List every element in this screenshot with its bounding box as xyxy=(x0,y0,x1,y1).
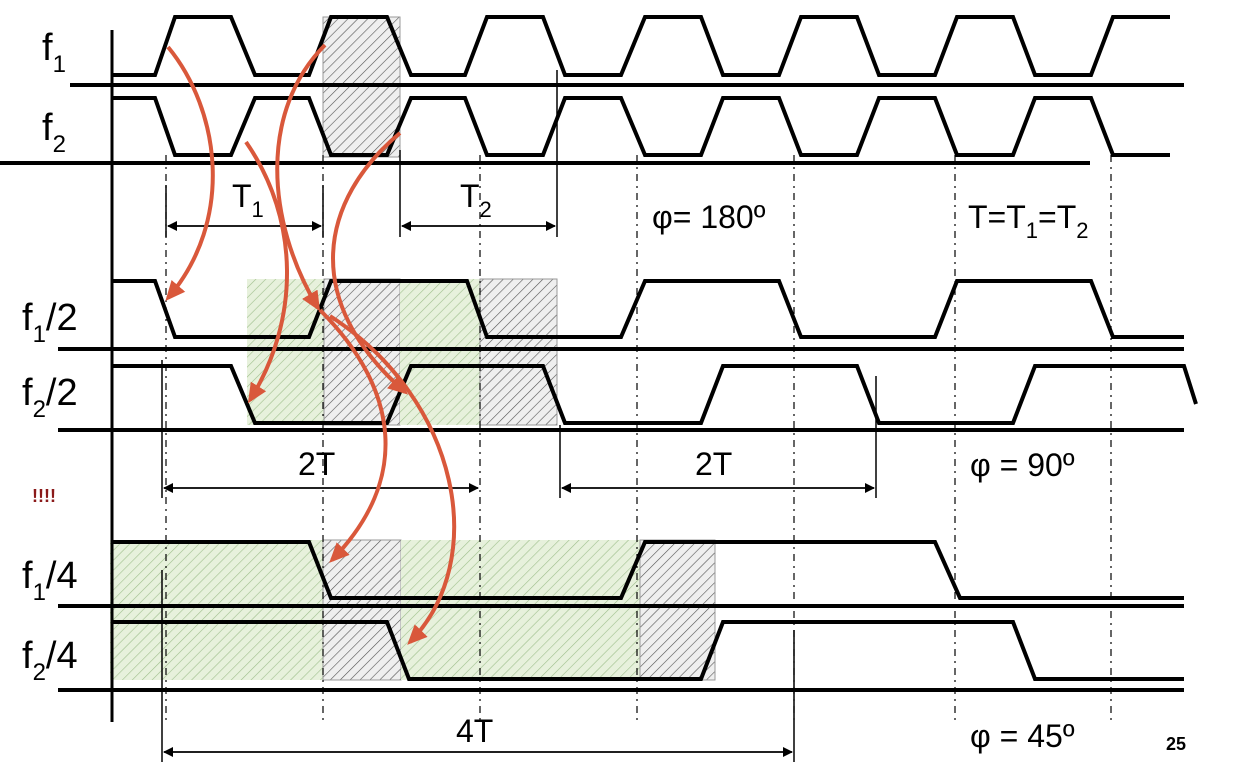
label-f2-div2: f2/2 xyxy=(22,372,78,423)
curve-f2div2-to-f2div4 xyxy=(328,314,457,645)
waveform-f2-div4 xyxy=(112,620,1184,681)
label-f1-div4: f1/4 xyxy=(22,555,78,606)
exclamation-note: !!!! xyxy=(32,486,56,506)
waveforms xyxy=(112,15,1198,681)
phase-180-label: φ= 180º xyxy=(652,199,766,235)
phase-labels: φ= 180º T=T1=T2 φ = 90º φ = 45º xyxy=(652,199,1089,754)
curve-f2-to-f2div2 xyxy=(244,140,289,404)
curve-f1-to-f1div2-rise xyxy=(275,43,327,312)
curve-f1-to-f1div2 xyxy=(165,45,215,302)
curve-f2-to-f2div2-rise xyxy=(331,131,409,395)
label-2t-left: 2T xyxy=(298,446,335,482)
curve-f1div2-to-f1div4 xyxy=(318,308,388,563)
label-2t-right: 2T xyxy=(695,446,732,482)
measurement-ticks xyxy=(161,70,877,762)
baselines xyxy=(0,83,1184,692)
label-4t: 4T xyxy=(456,713,493,749)
label-f1-div2: f1/2 xyxy=(22,297,78,348)
signal-labels: f1 f2 f1/2 f2/2 f1/4 f2/4 xyxy=(22,27,78,686)
phase-45-label: φ = 45º xyxy=(970,718,1075,754)
waveform-f1-div2 xyxy=(112,279,1184,339)
label-f1: f1 xyxy=(42,27,66,78)
waveform-f1-div4 xyxy=(112,540,1184,600)
page-number: 25 xyxy=(1166,734,1186,754)
hatch-gray-f12-b xyxy=(479,278,558,426)
hatch-green-f12-b xyxy=(400,279,480,425)
causal-curves xyxy=(165,43,457,645)
hatch-gray-f14-b xyxy=(639,539,716,681)
label-f2-div4: f2/4 xyxy=(22,635,78,686)
hatch-green-f14-b xyxy=(401,540,640,680)
label-f2: f2 xyxy=(42,107,66,158)
hatch-gray-f14-a xyxy=(322,539,402,681)
measurement-labels: T1 T2 2T 2T 4T xyxy=(232,178,732,749)
waveform-f1 xyxy=(112,15,1170,77)
phase-90-label: φ = 90º xyxy=(970,447,1075,483)
measurement-arrows xyxy=(163,221,875,757)
hatch-green-f14-a xyxy=(110,540,323,680)
label-t1: T1 xyxy=(232,178,264,222)
label-t2: T2 xyxy=(460,178,492,222)
waveform-f2-div2 xyxy=(112,364,1198,425)
period-equation: T=T1=T2 xyxy=(968,199,1089,243)
waveform-f2 xyxy=(112,96,1170,157)
hatch-gray-f12-a xyxy=(323,278,401,426)
